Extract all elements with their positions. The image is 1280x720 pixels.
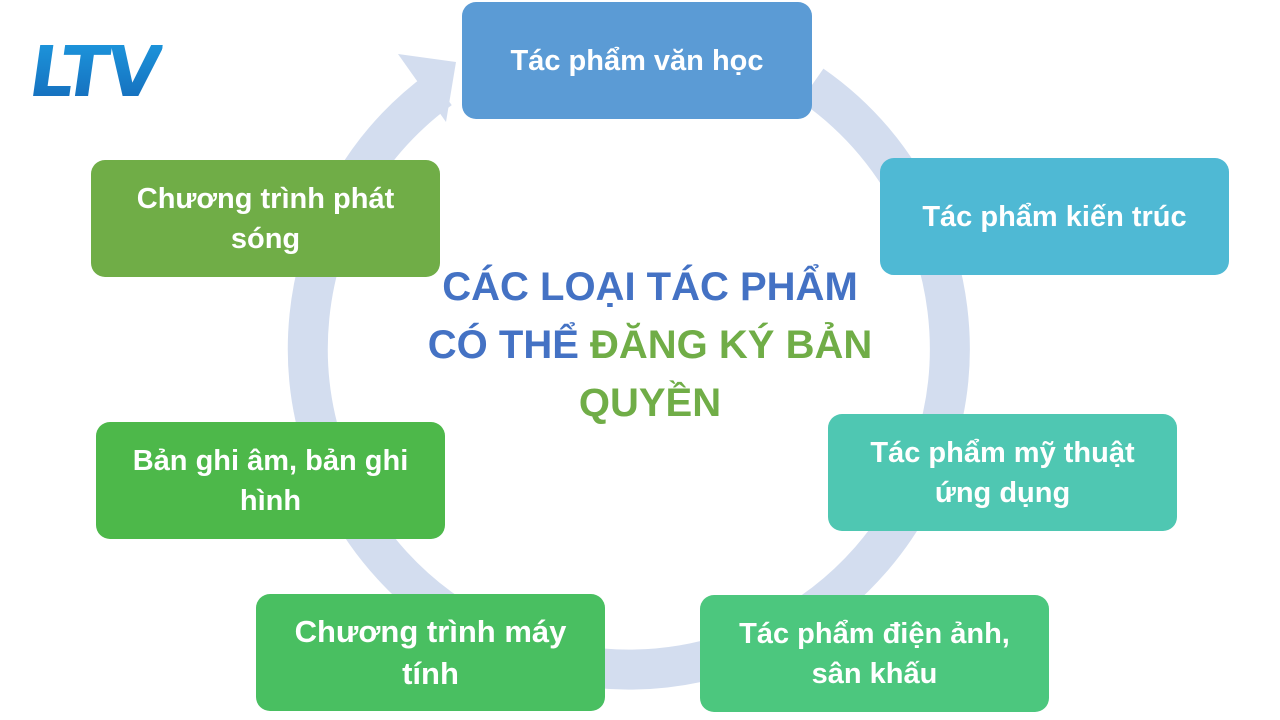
center-title-line3: QUYỀN — [578, 381, 722, 425]
node-label: Tác phẩm văn học — [510, 44, 764, 77]
node-label: Bản ghi âm, bản ghi hình — [132, 444, 409, 517]
node-label: Tác phẩm mỹ thuật ứng dụng — [870, 436, 1135, 509]
node-label: Tác phẩm điện ảnh, sân khấu — [739, 617, 1010, 690]
node-tac-pham-my-thuat-ung-dung: Tác phẩm mỹ thuật ứng dụng — [828, 414, 1177, 531]
node-tac-pham-van-hoc: Tác phẩm văn học — [462, 2, 812, 119]
center-title-line2: CÓ THỂ ĐĂNG KÝ BẢN — [400, 316, 900, 374]
center-title-line2-part2: ĐĂNG KÝ BẢN — [590, 323, 873, 367]
center-title: CÁC LOẠI TÁC PHẨM CÓ THỂ ĐĂNG KÝ BẢN QUY… — [400, 258, 900, 432]
node-ban-ghi-am-ban-ghi-hinh: Bản ghi âm, bản ghi hình — [96, 422, 445, 539]
center-title-line2-part1: CÓ THỂ — [427, 323, 590, 367]
center-title-line1: CÁC LOẠI TÁC PHẨM — [442, 265, 858, 309]
node-chuong-trinh-phat-song: Chương trình phát sóng — [91, 160, 440, 277]
ltv-logo: LTV — [24, 31, 165, 113]
node-chuong-trinh-may-tinh: Chương trình máy tính — [256, 594, 605, 711]
cycle-arrow-head-icon — [398, 54, 456, 122]
node-tac-pham-kien-truc: Tác phẩm kiến trúc — [880, 158, 1229, 275]
node-label: Chương trình máy tính — [294, 613, 567, 691]
node-tac-pham-dien-anh-san-khau: Tác phẩm điện ảnh, sân khấu — [700, 595, 1049, 712]
node-label: Chương trình phát sóng — [136, 182, 395, 255]
node-label: Tác phẩm kiến trúc — [922, 200, 1187, 233]
cycle-ring-arc — [287, 68, 970, 690]
